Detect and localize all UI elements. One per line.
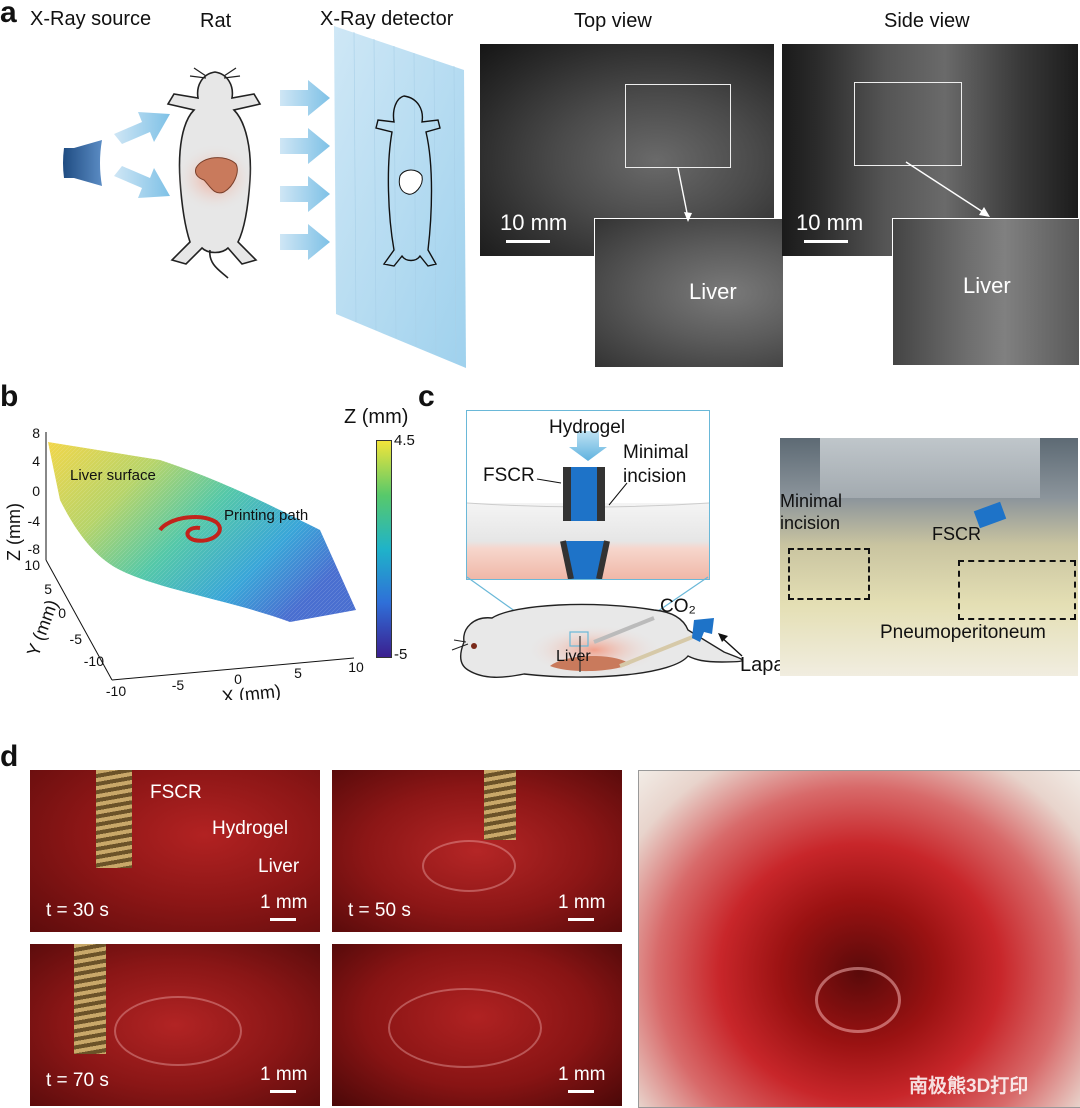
printing-path-spiral <box>158 514 222 543</box>
liver-label-side: Liver <box>963 273 1011 298</box>
in-vivo-print-photo: 南极熊3D打印 <box>638 770 1080 1108</box>
fscr-label-inset: FSCR <box>483 465 535 486</box>
printing-path-label: Printing path <box>224 507 308 524</box>
panel-letter-c: c <box>418 380 435 413</box>
print-frame-50s: t = 50 s 1 mm <box>332 770 622 932</box>
y-tick-0: 0 <box>58 605 66 621</box>
print-frame-final: 1 mm <box>332 944 622 1106</box>
hydrogel-label: Hydrogel <box>549 417 626 438</box>
x-tick-minus10: -10 <box>106 683 126 699</box>
dashed-box-right <box>958 560 1076 620</box>
surgical-setup-photo: Minimal incision FSCR Pneumoperitoneum <box>780 438 1078 676</box>
scale-bar-top <box>506 240 550 243</box>
hydrogel-print-4 <box>388 988 542 1068</box>
time-30s: t = 30 s <box>46 900 109 921</box>
colorbar-min: -5 <box>394 646 408 663</box>
printer-head <box>820 438 1040 498</box>
scale-label-d4: 1 mm <box>558 1064 606 1085</box>
z-axis-label: Z (mm) <box>4 503 24 561</box>
incision-inset: Hydrogel FSCR Minimal incision <box>466 410 710 580</box>
xray-beam-arrows-right <box>280 80 330 260</box>
scale-label-d2: 1 mm <box>558 892 606 913</box>
z-tick-minus8: -8 <box>28 541 41 557</box>
xray-detector-label: X-Ray detector <box>320 8 454 30</box>
panel-letter-a: a <box>0 0 17 29</box>
laparoscope-pointer <box>718 633 743 657</box>
photo-fscr-label: FSCR <box>932 524 981 544</box>
rat-side-illustration <box>451 603 744 678</box>
liver-label-d: Liver <box>258 856 300 877</box>
time-50s: t = 50 s <box>348 900 411 921</box>
z-tick-minus4: -4 <box>28 513 41 529</box>
z-tick-8: 8 <box>32 425 40 441</box>
panel-letter-d: d <box>0 740 19 773</box>
fscr-label-d: FSCR <box>150 782 202 803</box>
print-frame-70s: t = 70 s 1 mm <box>30 944 320 1106</box>
scale-bar-d2 <box>568 918 594 921</box>
z-tick-4: 4 <box>32 453 40 469</box>
dashed-box-left <box>788 548 870 600</box>
colorbar-max: 4.5 <box>394 432 415 449</box>
ct-side-view-zoom: Liver <box>892 218 1080 366</box>
watermark: 南极熊3D打印 <box>909 1076 1029 1097</box>
xray-source-icon <box>63 140 102 186</box>
y-tick-5: 5 <box>44 581 52 597</box>
photo-incision-label: Minimal incision <box>780 491 843 533</box>
x-tick-10: 10 <box>348 659 364 675</box>
scale-label-d3: 1 mm <box>260 1064 308 1085</box>
fscr-screw-3 <box>74 944 106 1054</box>
printed-spiral <box>815 967 901 1033</box>
colorbar-title: Z (mm) <box>344 406 409 428</box>
liver-label-top: Liver <box>689 279 737 304</box>
zoom-pointer-top <box>677 167 692 222</box>
x-tick-minus5: -5 <box>172 677 185 693</box>
scale-bar-side <box>804 240 848 243</box>
ct-top-view-zoom: Liver <box>594 218 784 368</box>
y-tick-minus5: -5 <box>70 631 83 647</box>
xray-source-label: X-Ray source <box>30 8 152 30</box>
x-axis-label: X (mm) <box>221 681 282 700</box>
xray-beam-arrows-left <box>114 112 170 198</box>
fscr-screw-2 <box>484 770 516 840</box>
co2-label: CO₂ <box>660 596 696 617</box>
minimal-incision-label: Minimal incision <box>623 442 689 487</box>
xray-detector-panel <box>334 26 466 368</box>
liver-label-c: Liver <box>556 648 591 665</box>
side-view-label: Side view <box>884 10 970 32</box>
z-tick-0: 0 <box>32 483 40 499</box>
scale-label-side: 10 mm <box>796 210 864 235</box>
scale-bar-d1 <box>270 918 296 921</box>
liver-surface-label: Liver surface <box>70 467 156 484</box>
roi-box-side <box>854 82 962 166</box>
colorbar <box>376 440 392 658</box>
print-frame-30s: FSCR Hydrogel Liver t = 30 s 1 mm <box>30 770 320 932</box>
y-axis-label: Y (mm) <box>23 597 62 659</box>
y-tick-minus10: -10 <box>84 653 104 669</box>
panel-letter-b: b <box>0 380 19 413</box>
zoom-pointer-side <box>905 161 990 217</box>
scale-label-d1: 1 mm <box>260 892 308 913</box>
time-70s: t = 70 s <box>46 1070 109 1091</box>
x-tick-5: 5 <box>294 665 302 681</box>
pneumoperitoneum-label: Pneumoperitoneum <box>880 622 1046 643</box>
scale-label-top: 10 mm <box>500 210 568 235</box>
fscr-screw <box>96 770 132 868</box>
hydrogel-print-2 <box>422 840 516 892</box>
x-tick-0: 0 <box>234 671 242 687</box>
hydrogel-label-d: Hydrogel <box>212 818 289 839</box>
scale-bar-d4 <box>568 1090 594 1093</box>
hydrogel-print-3 <box>114 996 242 1066</box>
rat-label: Rat <box>200 10 232 32</box>
top-view-label: Top view <box>574 10 652 32</box>
y-tick-10: 10 <box>24 557 40 573</box>
scale-bar-d3 <box>270 1090 296 1093</box>
liver-surface-3d-plot: 8 4 0 -4 -8 10 5 0 -5 -10 -10 -5 0 5 10 … <box>4 425 364 700</box>
rat-illustration <box>166 67 262 279</box>
roi-box-top <box>625 84 731 168</box>
